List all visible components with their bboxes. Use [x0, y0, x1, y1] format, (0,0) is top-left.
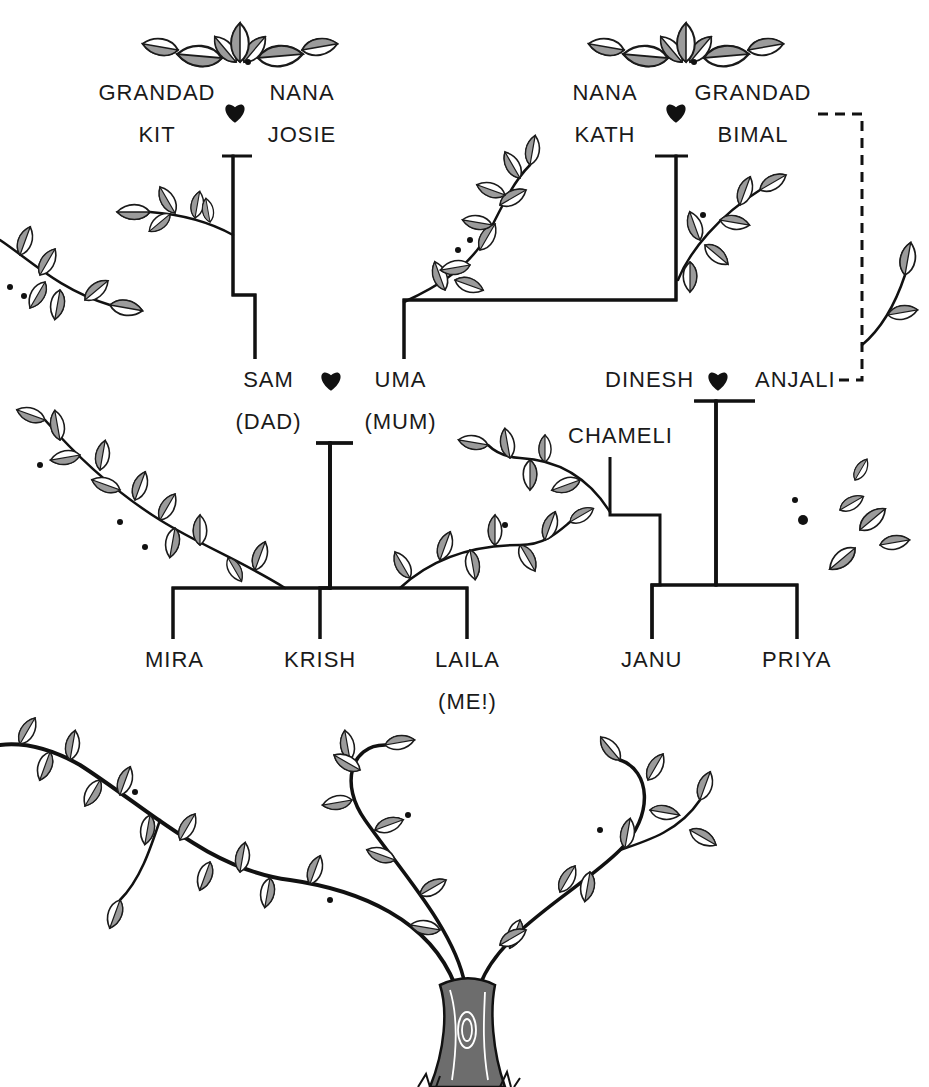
family-line	[316, 443, 330, 639]
leafy-branches	[0, 165, 905, 588]
person-name: NANA JOSIE	[252, 72, 352, 156]
person-name: DINESH	[605, 359, 694, 401]
family-line	[222, 156, 255, 359]
name-text: UMA (MUM)	[353, 359, 448, 443]
person-name: ANJALI	[755, 359, 836, 401]
person-name: MIRA	[145, 639, 204, 681]
person-name: SAM (DAD)	[221, 359, 316, 443]
person-name: PRIYA	[762, 639, 831, 681]
name-text: CHAMELI	[568, 415, 673, 457]
couple-hearts	[225, 104, 727, 390]
name-text: GRANDAD BIMAL	[688, 72, 818, 156]
person-name: GRANDAD KIT	[92, 72, 222, 156]
family-line	[716, 401, 797, 639]
name-text: KRISH	[284, 639, 356, 681]
name-text: NANA KATH	[555, 72, 655, 156]
name-text: PRIYA	[762, 639, 831, 681]
name-text: SAM (DAD)	[221, 359, 316, 443]
name-text: JANU	[621, 639, 682, 681]
name-text: LAILA (ME!)	[420, 639, 515, 723]
dashed-family-line	[818, 114, 862, 380]
person-name: CHAMELI	[568, 415, 673, 457]
name-text: ANJALI	[755, 359, 836, 401]
family-line	[404, 156, 676, 359]
family-line	[404, 156, 688, 359]
name-text: NANA JOSIE	[252, 72, 352, 156]
person-name: KRISH	[284, 639, 356, 681]
name-text: MIRA	[145, 639, 204, 681]
person-name: LAILA (ME!)	[420, 639, 515, 723]
name-text: GRANDAD KIT	[92, 72, 222, 156]
family-line	[173, 443, 330, 639]
family-line	[233, 156, 255, 359]
big-tree	[0, 715, 719, 1087]
family-line	[316, 443, 467, 639]
person-name: GRANDAD BIMAL	[688, 72, 818, 156]
family-line	[694, 401, 797, 639]
person-name: JANU	[621, 639, 682, 681]
family-line	[173, 443, 353, 639]
family-line	[610, 457, 660, 639]
leaf-cluster	[141, 23, 785, 68]
person-name: UMA (MUM)	[353, 359, 448, 443]
leaves	[7, 134, 919, 584]
person-name: NANA KATH	[555, 72, 655, 156]
family-line	[330, 443, 467, 639]
name-text: DINESH	[605, 359, 694, 401]
family-line	[320, 443, 353, 639]
